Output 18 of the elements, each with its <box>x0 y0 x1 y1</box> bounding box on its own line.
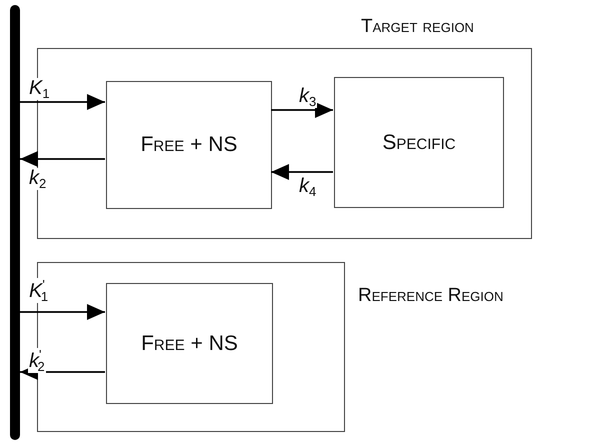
arrow <box>20 94 105 110</box>
region-label: Target region <box>361 16 474 38</box>
rate-constant-label: K$_{1}$ <box>28 78 51 100</box>
rate-constant-label: k$_{3}$ <box>298 86 318 108</box>
compartment-box <box>106 283 273 404</box>
bar <box>10 5 20 440</box>
arrow <box>271 102 333 118</box>
arrow <box>20 151 105 167</box>
arrow <box>20 304 105 320</box>
region-label: Reference Region <box>358 285 504 307</box>
arrow <box>271 164 333 180</box>
compartment-label: Free + NS <box>140 332 239 356</box>
rate-constant-label: k$_{4}$ <box>298 176 318 198</box>
compartment-box <box>334 77 504 208</box>
compartment-box <box>106 81 272 209</box>
compartment-label: Specific <box>381 130 457 154</box>
compartment-label: Free + NS <box>140 133 238 157</box>
rate-constant-label: k$_{2}$ <box>28 168 48 190</box>
